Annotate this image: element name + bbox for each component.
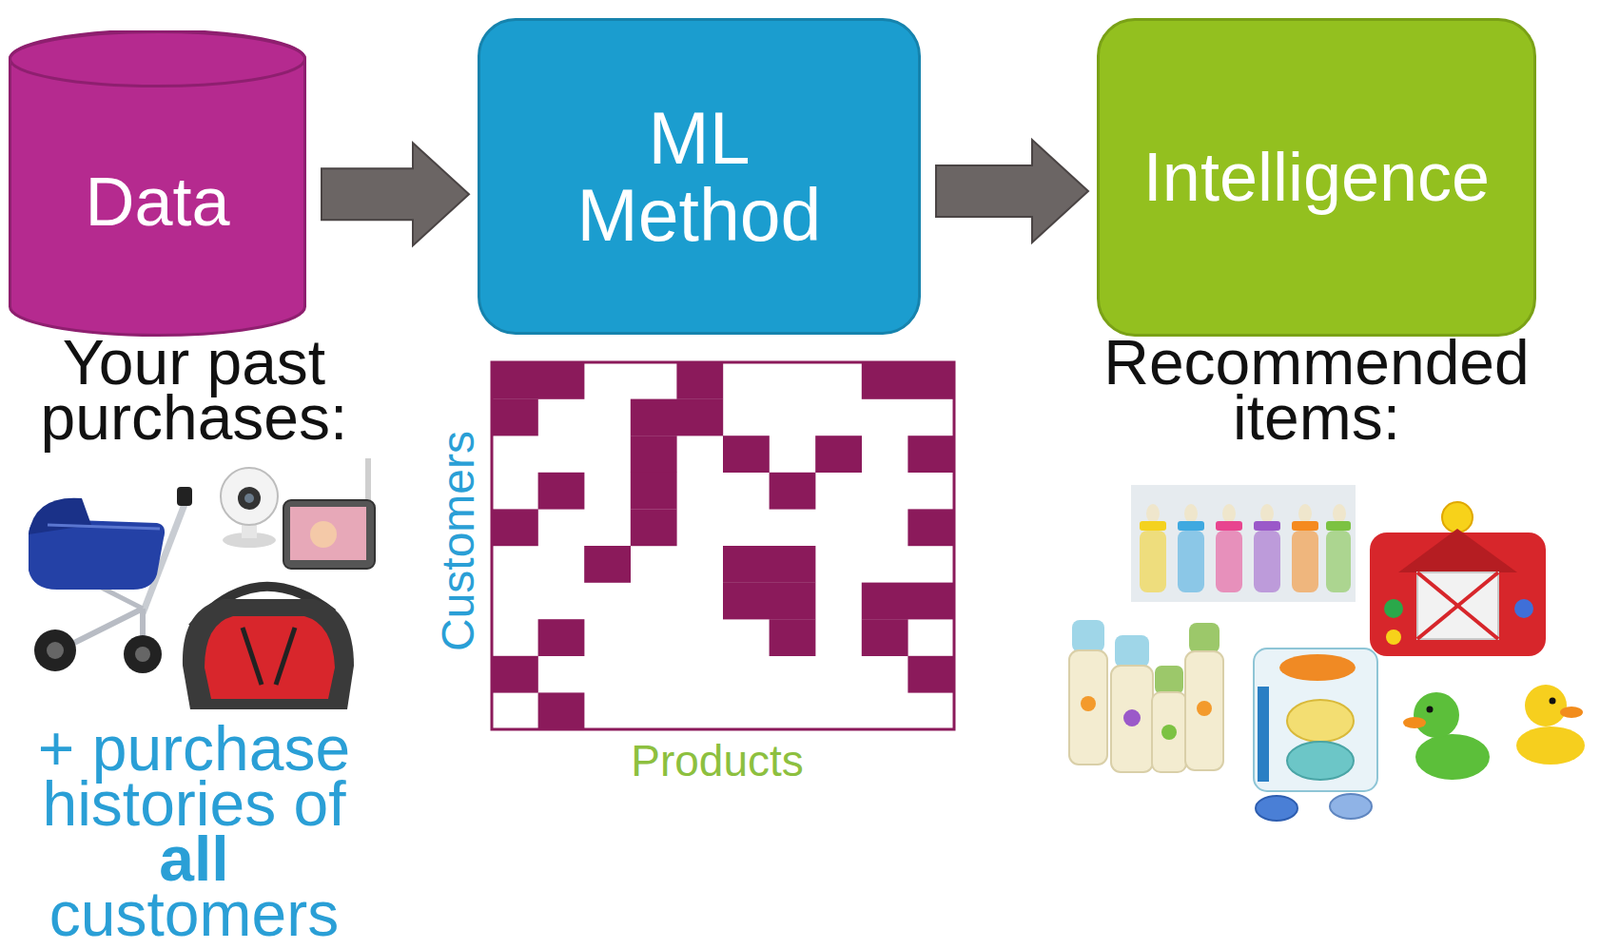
pacifier-pack-picture: [1253, 648, 1378, 821]
flow-arrow: [936, 139, 1089, 243]
data-cylinder: Data: [8, 30, 307, 337]
green-duck-picture: [1403, 692, 1490, 781]
car-seat-picture: [182, 586, 354, 710]
note-text: + purchase histories of: [13, 721, 375, 832]
process-box: ML Method: [477, 18, 921, 335]
node-label: Intelligence: [1143, 139, 1490, 215]
caption-text: Your past purchases:: [13, 334, 375, 446]
yellow-duck-picture: [1516, 684, 1585, 765]
bottles-picture: [1131, 485, 1356, 603]
flow-arrow: [321, 142, 469, 246]
cream-bottles-picture: [1069, 620, 1224, 773]
toy-barn-picture: [1369, 502, 1546, 657]
purchase-matrix: [491, 362, 955, 730]
node-label: Data: [84, 164, 230, 240]
baby-monitor-picture: [220, 458, 375, 569]
stroller-picture: [28, 487, 193, 674]
caption-text: Recommended items:: [1059, 334, 1574, 446]
output-box: Intelligence: [1096, 18, 1537, 337]
node-label: ML Method: [542, 99, 857, 254]
note-emphasis: all: [13, 831, 375, 887]
cylinder-body: [10, 30, 306, 336]
cylinder-top: [10, 32, 306, 87]
axis-label: Customers: [431, 430, 485, 652]
axis-label: Products: [630, 736, 804, 787]
note-text: customers: [13, 886, 375, 942]
